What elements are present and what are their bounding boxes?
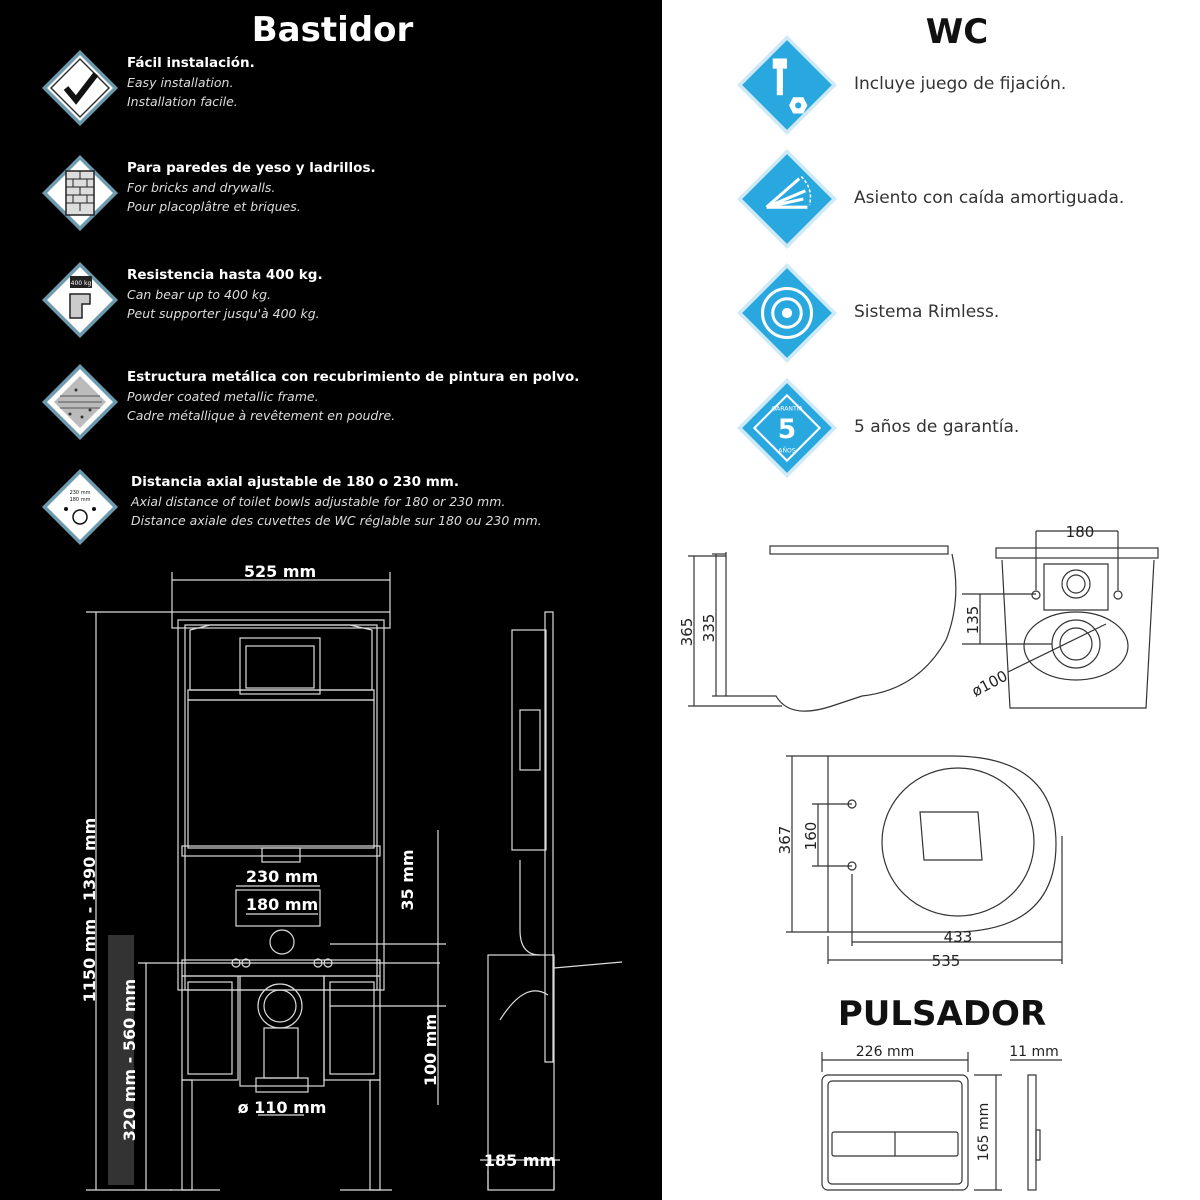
weight-icon-text: 400 kg [71,280,92,287]
axial-icon-180: 180 mm [70,497,91,503]
wc-feature-label: Incluye juego de fijación. [854,74,1067,94]
bastidor-title: Bastidor [251,10,414,50]
feature-easy-install: Fácil instalación. Easy installation. In… [40,48,660,128]
outlet-height-label: 320 mm - 560 mm [120,979,139,1141]
frame-width-label: 525 mm [244,562,316,581]
brick-wall-icon [42,155,118,231]
badge-top-text: GARANTÍA [771,404,803,413]
feature-title: Fácil instalación. [127,55,255,71]
feature-title: Estructura metálica con recubrimiento de… [127,369,580,385]
feature-french: Installation facile. [127,94,238,109]
wc-dim-335: 335 [700,614,718,643]
feature-title: Para paredes de yeso y ladrillos. [127,160,376,176]
feature-french: Cadre métallique à revêtement en poudre. [127,408,396,423]
axial-distance-icon: 230 mm 180 mm [42,469,118,545]
axial-230-label: 230 mm [246,867,318,886]
wc-dim-367: 367 [776,826,794,855]
badge-number: 5 [778,414,796,445]
badge-bottom-text: AÑOS [778,445,796,454]
wc-feature-label: Sistema Rimless. [854,302,1000,322]
rimless-icon [737,263,837,363]
wc-dim-135: 135 [964,606,982,635]
feature-walls: Para paredes de yeso y ladrillos. For br… [40,153,660,233]
frame-height-label: 1150 mm - 1390 mm [80,818,99,1003]
drop-100-label: 100 mm [421,1014,440,1086]
wc-dim-365: 365 [678,618,696,647]
feature-weight: 400 kg Resistencia hasta 400 kg. Can bea… [40,260,660,340]
warranty-badge-icon: GARANTÍA 5 AÑOS [737,378,837,478]
axial-icon-230: 230 mm [70,490,91,496]
feature-axial: 230 mm 180 mm Distancia axial ajustable … [40,467,660,547]
pulsador-depth-label: 11 mm [1009,1044,1059,1060]
feature-english: Can bear up to 400 kg. [127,287,272,302]
outlet-height-band [108,935,134,1185]
feature-english: For bricks and drywalls. [127,180,276,195]
wc-dim-dia100: ø100 [969,667,1011,701]
wc-dim-180: 180 [1066,523,1095,541]
pulsador-drawing: 226 mm 11 mm 165 mm [821,1044,1062,1191]
wc-title: WC [925,12,989,52]
feature-coating: Estructura metálica con recubrimiento de… [40,362,660,442]
wc-dim-433: 433 [944,928,973,946]
axial-180-label: 180 mm [246,895,318,914]
checkmark-icon [42,50,118,126]
wc-feature-rimless: Sistema Rimless. [736,262,1196,363]
wc-dim-535: 535 [932,952,961,970]
wc-feature-softclose: Asiento con caída amortiguada. [736,148,1196,249]
frame-drawing: 525 mm 230 mm 180 mm ø 110 mm 185 mm 115… [80,562,623,1191]
pulsador-title: PULSADOR [837,994,1047,1034]
feature-title: Distancia axial ajustable de 180 o 230 m… [131,474,459,490]
powder-coating-icon [42,364,118,440]
wc-feature-warranty: GARANTÍA 5 AÑOS 5 años de garantía. [736,377,1196,478]
soft-close-seat-icon [737,149,837,249]
feature-english: Axial distance of toilet bowls adjustabl… [131,494,506,509]
wc-feature-fixing: Incluye juego de fijación. [736,34,1196,135]
wc-feature-label: 5 años de garantía. [854,417,1020,437]
feature-french: Pour placoplâtre et briques. [127,199,301,214]
feature-french: Peut supporter jusqu'à 400 kg. [127,306,320,321]
bastidor-panel: Bastidor Fácil instalación. Easy install… [0,0,662,1200]
feature-english: Powder coated metallic frame. [127,389,319,404]
wc-feature-label: Asiento con caída amortiguada. [854,188,1125,208]
bolt-nut-icon [737,35,837,135]
feature-english: Easy installation. [127,75,234,90]
wc-dim-160: 160 [802,822,820,851]
weight-icon: 400 kg [42,262,118,338]
gap-35-label: 35 mm [398,849,417,910]
pulsador-width-label: 226 mm [856,1044,914,1060]
outlet-diameter-label: ø 110 mm [238,1098,327,1117]
feature-french: Distance axiale des cuvettes de WC régla… [131,513,542,528]
wc-drawings: 180 365 335 135 ø100 367 160 433 535 [678,523,1159,970]
wc-panel: WC Incluye juego de fijación. Asiento co… [662,0,1200,1200]
frame-depth-label: 185 mm [484,1151,556,1170]
feature-title: Resistencia hasta 400 kg. [127,267,323,283]
pulsador-height-label: 165 mm [976,1103,992,1161]
